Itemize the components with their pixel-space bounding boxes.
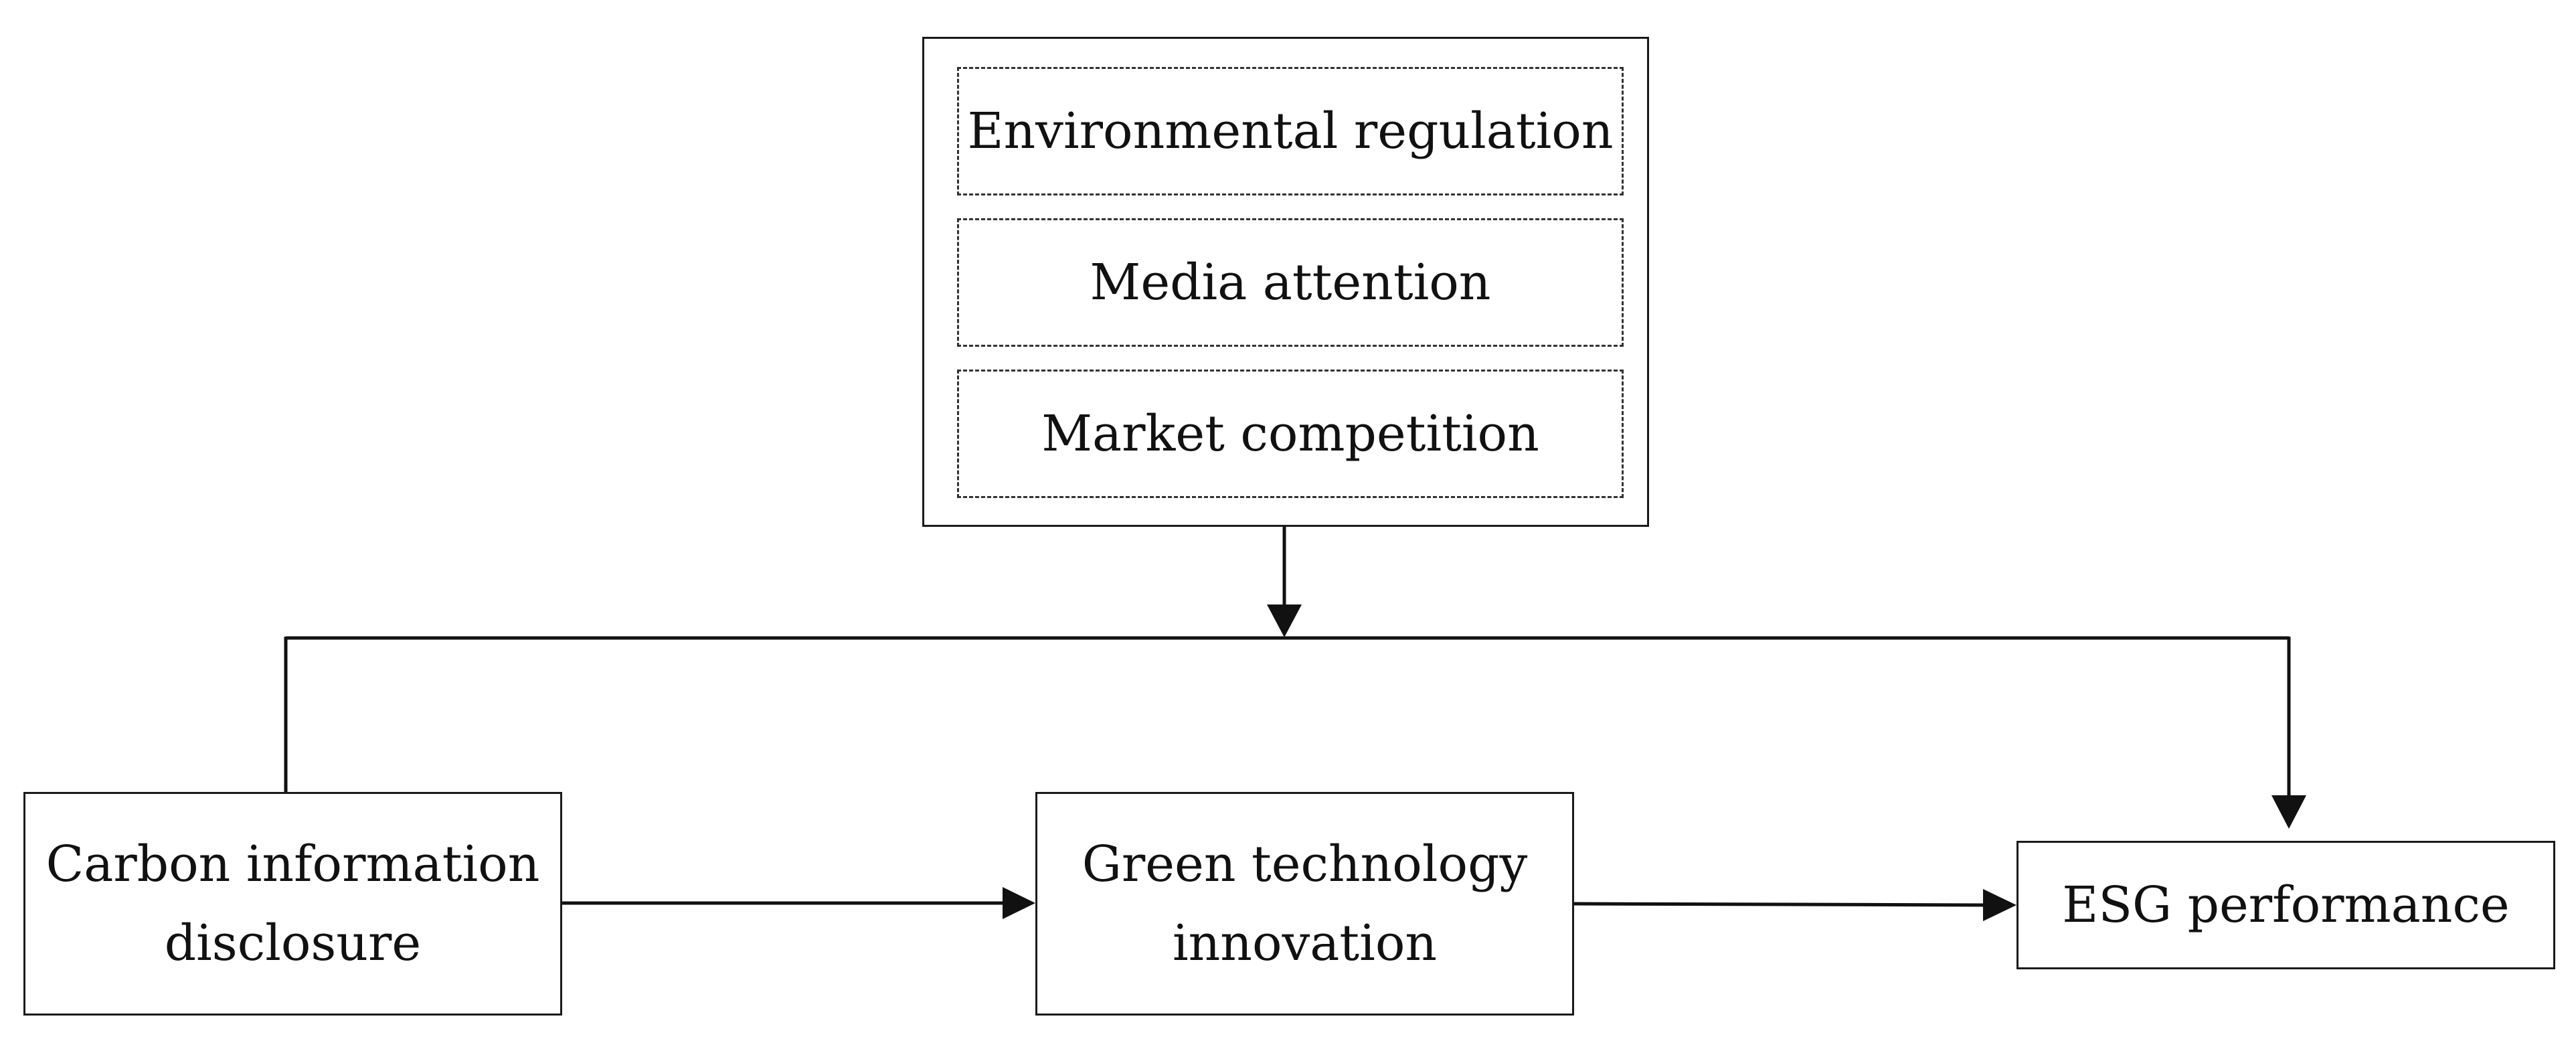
node-carbon-information-disclosure: Carbon information disclosure [23, 792, 562, 1016]
node-esg-performance: ESG performance [2016, 841, 2555, 969]
direct-effect-arrowhead [2271, 795, 2306, 829]
moderator-arrowhead [1267, 604, 1302, 637]
moderator-label: Market competition [1041, 404, 1539, 463]
green-to-esg-arrowhead [1983, 889, 2016, 921]
green-to-esg-line [1573, 902, 1988, 907]
carbon-to-green-arrowhead [1003, 887, 1035, 919]
node-label-line: disclosure [164, 914, 422, 972]
moderator-label: Environmental regulation [967, 102, 1614, 160]
node-green-technology-innovation: Green technology innovation [1035, 792, 1574, 1016]
moderator-market-competition: Market competition [957, 370, 1624, 498]
node-label-line: Green technology [1082, 835, 1528, 893]
node-label-line: innovation [1172, 914, 1438, 972]
node-label: ESG performance [2062, 876, 2510, 934]
moderator-media-attention: Media attention [957, 218, 1624, 347]
moderator-environmental-regulation: Environmental regulation [957, 67, 1624, 195]
node-label-line: Carbon information [46, 835, 540, 893]
moderator-label: Media attention [1090, 253, 1491, 311]
